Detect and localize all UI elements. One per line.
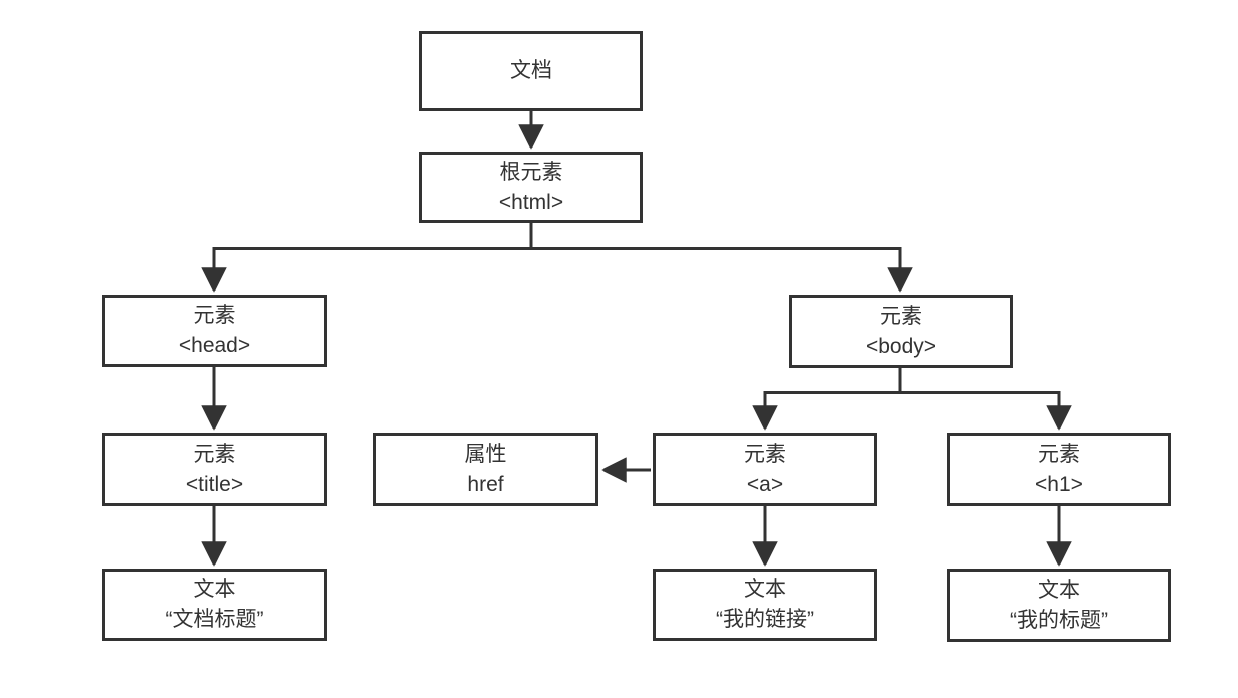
node-tag: <head> (178, 334, 251, 357)
node-attribute-href: 属性 href (373, 433, 598, 506)
node-tag: <title> (185, 472, 244, 496)
node-root-element-html: 根元素 <html> (419, 152, 643, 223)
node-label: 属性 (464, 442, 507, 466)
node-label: 文本 (744, 578, 786, 601)
node-label: 元素 (880, 304, 922, 328)
node-label: 元素 (1038, 442, 1080, 466)
node-element-title: 元素 <title> (102, 433, 327, 506)
node-tag: <h1> (1035, 472, 1083, 496)
node-element-a: 元素 <a> (653, 433, 877, 506)
node-tag: href (467, 472, 504, 496)
node-label: 文本 (193, 578, 236, 601)
node-text-document-title: 文本 “文档标题” (102, 569, 327, 641)
node-text-my-link: 文本 “我的链接” (653, 569, 877, 641)
node-label: 根元素 (499, 160, 563, 184)
node-element-body: 元素 <body> (789, 295, 1013, 368)
node-tag: “我的链接” (716, 608, 814, 631)
node-tag: “我的标题” (1010, 608, 1108, 632)
node-element-h1: 元素 <h1> (947, 433, 1171, 506)
node-tag: <body> (865, 334, 937, 358)
node-tag: “文档标题” (165, 608, 264, 631)
node-document: 文档 (419, 31, 643, 111)
node-label: 文档 (510, 59, 552, 82)
node-text-my-heading: 文本 “我的标题” (947, 569, 1171, 642)
node-tag: <html> (498, 190, 564, 214)
node-label: 元素 (193, 304, 236, 327)
node-element-head: 元素 <head> (102, 295, 327, 367)
node-label: 文本 (1038, 578, 1080, 602)
node-label: 元素 (744, 442, 786, 466)
node-tag: <a> (746, 472, 784, 496)
node-label: 元素 (193, 442, 236, 466)
